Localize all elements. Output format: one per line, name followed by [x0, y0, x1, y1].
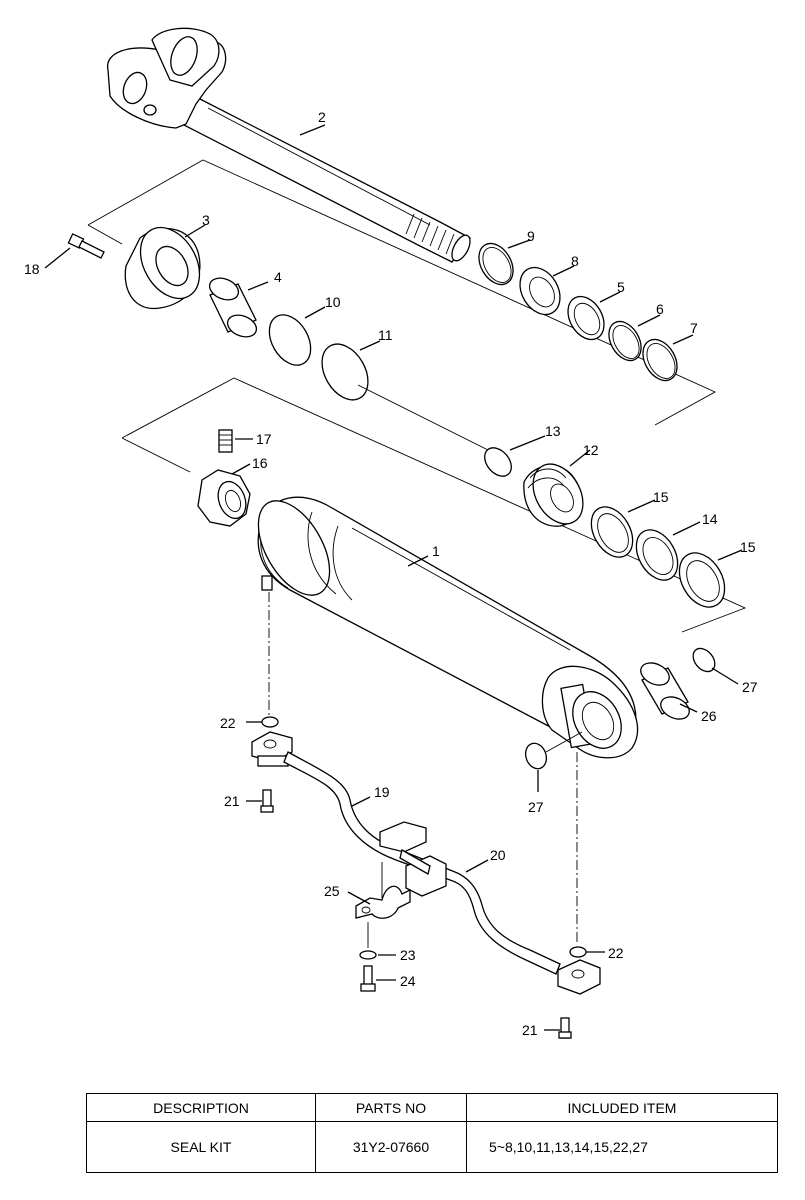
part-9-ring: 9: [478, 228, 535, 286]
callout-2: 2: [318, 109, 326, 125]
callout-17: 17: [256, 431, 272, 447]
assembly-frame-upper: [87, 159, 717, 426]
part-27-ring-a: 27: [692, 647, 758, 695]
leader-27b-head: [545, 731, 583, 753]
callout-16: 16: [252, 455, 268, 471]
assembly-frame-lower: [121, 377, 747, 633]
callout-18: 18: [24, 261, 40, 277]
callout-6: 6: [656, 301, 664, 317]
callout-1: 1: [432, 543, 440, 559]
part-6-ring: 6: [608, 301, 664, 362]
callout-7: 7: [690, 320, 698, 336]
part-16-nut: 16: [197, 455, 268, 527]
callout-19: 19: [374, 784, 390, 800]
part-21-bolt-b: 21: [522, 1017, 572, 1039]
callout-10: 10: [325, 294, 341, 310]
part-17-set-screw: 17: [218, 429, 272, 453]
cell-description: SEAL KIT: [86, 1121, 316, 1173]
part-24-bolt: 24: [360, 965, 416, 992]
callout-27a: 27: [742, 679, 758, 695]
callout-25: 25: [324, 883, 340, 899]
callout-14: 14: [702, 511, 718, 527]
part-2-piston-rod: 2: [107, 27, 471, 263]
callout-27b: 27: [528, 799, 544, 815]
part-21-bolt-a: 21: [224, 789, 274, 813]
part-27-ring-b: 27: [524, 742, 548, 815]
part-1-cylinder-tube: 1: [257, 496, 639, 759]
callout-3: 3: [202, 212, 210, 228]
table-row: SEAL KIT 31Y2-07660 5~8,10,11,13,14,15,2…: [86, 1121, 778, 1173]
callout-20: 20: [490, 847, 506, 863]
callout-5: 5: [617, 279, 625, 295]
part-4-bushing: 4: [208, 269, 282, 338]
part-22-o-ring-b: 22: [569, 945, 624, 961]
part-23-washer: 23: [359, 922, 416, 963]
header-included-item: INCLUDED ITEM: [466, 1093, 778, 1122]
part-3-rod-cover: 3: [124, 212, 210, 310]
part-18-bolt: 18: [24, 233, 105, 277]
part-13-o-ring: 13: [484, 423, 561, 477]
cell-included-item: 5~8,10,11,13,14,15,22,27: [466, 1121, 778, 1173]
callout-11: 11: [378, 327, 393, 343]
part-25-clamp: 25: [324, 862, 411, 919]
part-5-seal: 5: [567, 279, 625, 341]
callout-15a: 15: [653, 489, 669, 505]
callout-4: 4: [274, 269, 282, 285]
seal-kit-table: DESCRIPTION PARTS NO INCLUDED ITEM SEAL …: [86, 1093, 778, 1173]
callout-21a: 21: [224, 793, 240, 809]
callout-22b: 22: [608, 945, 624, 961]
cell-parts-no: 31Y2-07660: [315, 1121, 467, 1173]
table-header-row: DESCRIPTION PARTS NO INCLUDED ITEM: [86, 1093, 778, 1122]
callout-15b: 15: [740, 539, 756, 555]
parts-exploded-diagram: 2 18 3 4 10 11 9: [24, 27, 758, 1039]
callout-22a: 22: [220, 715, 236, 731]
leader-11-13: [357, 384, 489, 451]
callout-23: 23: [400, 947, 416, 963]
callout-21b: 21: [522, 1022, 538, 1038]
callout-8: 8: [571, 253, 579, 269]
part-20-pipe: 20: [379, 821, 601, 995]
part-10-ring: 10: [268, 294, 341, 366]
callout-13: 13: [545, 423, 561, 439]
part-12-piston: 12: [523, 442, 599, 527]
part-14-seal: 14: [635, 511, 718, 581]
callout-26: 26: [701, 708, 717, 724]
header-description: DESCRIPTION: [86, 1093, 316, 1122]
part-22-o-ring-a: 22: [220, 715, 279, 731]
callout-12: 12: [583, 442, 599, 458]
part-15-wear-ring-a: 15: [590, 489, 669, 558]
part-8-seal: 8: [519, 253, 579, 316]
part-7-ring: 7: [642, 320, 698, 382]
callout-24: 24: [400, 973, 416, 989]
callout-9: 9: [527, 228, 535, 244]
part-15-wear-ring-b: 15: [678, 539, 756, 608]
header-parts-no: PARTS NO: [315, 1093, 467, 1122]
part-26-bushing: 26: [640, 662, 717, 724]
part-11-ring: 11: [321, 327, 393, 401]
